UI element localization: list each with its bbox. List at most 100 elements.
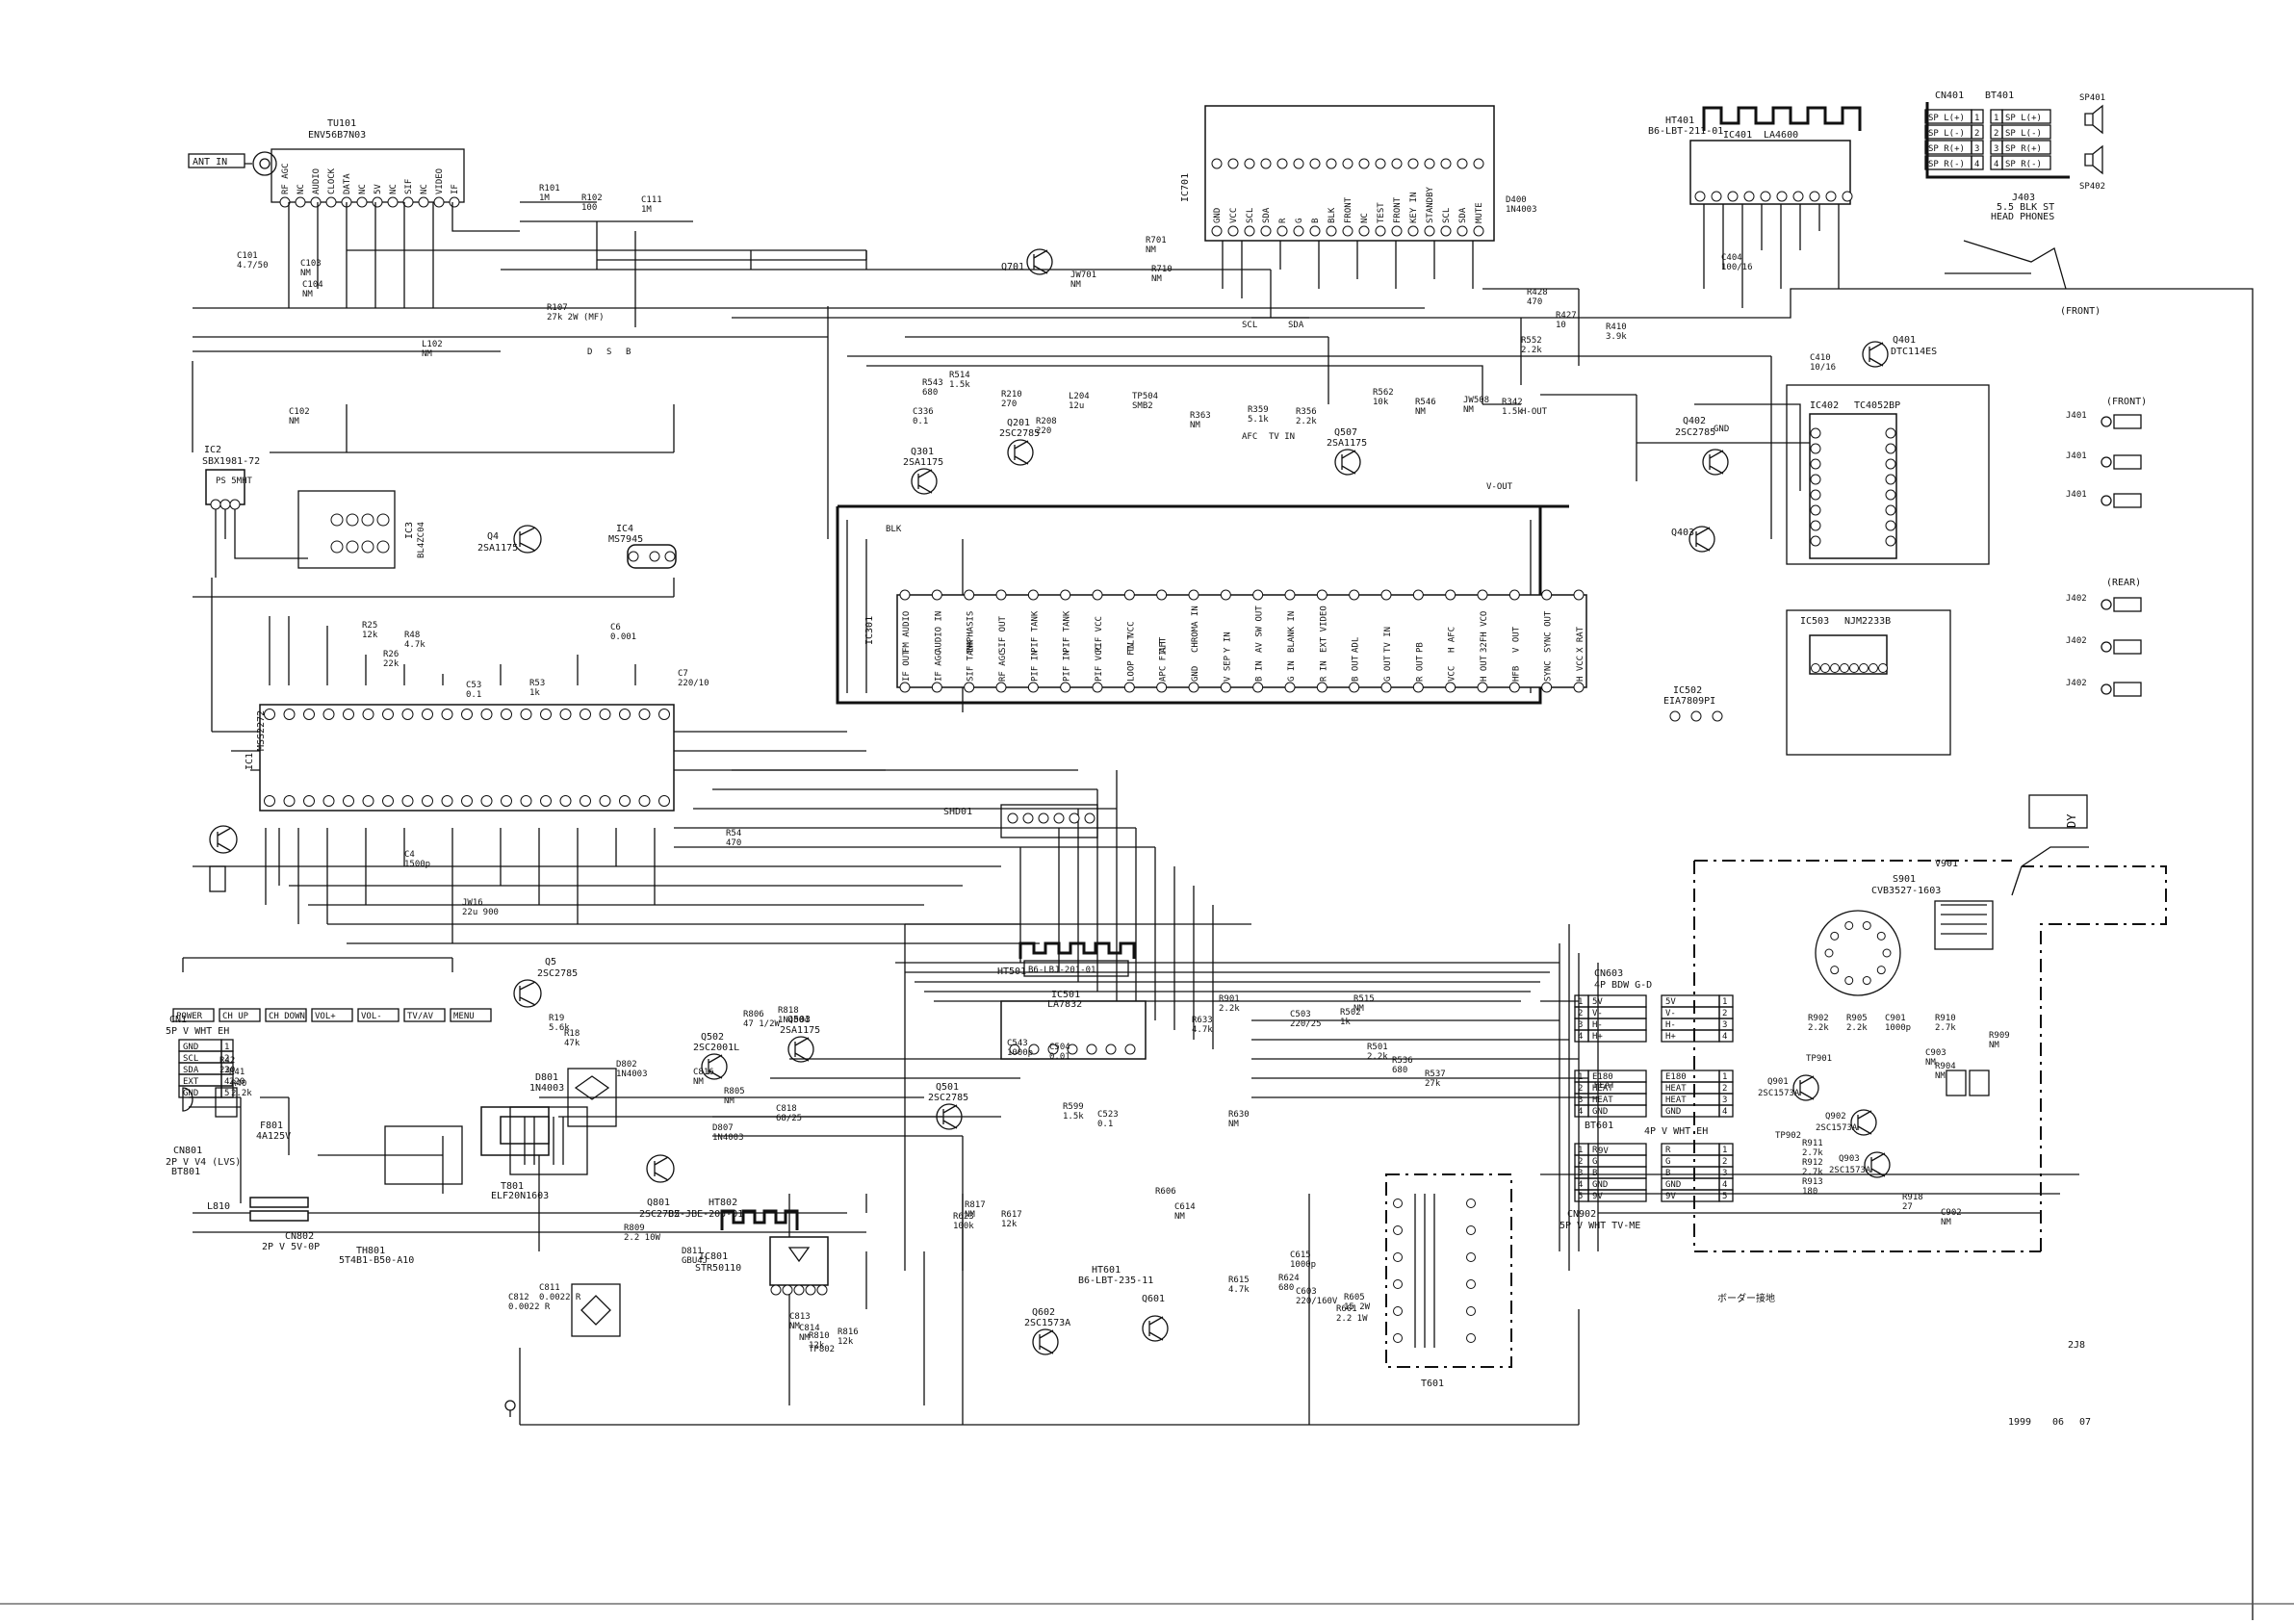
component-ref: R25 — [362, 621, 377, 631]
component-ref: R48 — [404, 631, 420, 640]
j403-ref: J403 — [2012, 193, 2035, 203]
component-value: 470 — [1527, 297, 1542, 307]
key-switch — [450, 1008, 492, 1022]
ic401-ref: IC401 — [1723, 130, 1752, 141]
tuner-pin — [356, 196, 368, 208]
q701: Q701 — [1001, 248, 1053, 275]
cn401-number: 2 — [1974, 129, 1979, 139]
tuner-pin-label: NC — [358, 184, 368, 194]
bt601-signal: HEAT — [1592, 1084, 1613, 1094]
ic301-pin — [1284, 682, 1296, 693]
ic1-pin — [362, 709, 374, 720]
ic402-pin — [1810, 474, 1821, 485]
component-ref: D802 — [616, 1060, 637, 1070]
component-value: 1k — [1340, 1018, 1351, 1027]
svg-text:SP401: SP401 — [2079, 93, 2105, 103]
component-ref: C812 — [508, 1293, 529, 1302]
transistor-part: 2SC2001L — [693, 1043, 739, 1053]
component-ref: R901 — [1219, 994, 1240, 1004]
ic1-pin — [382, 795, 394, 807]
ic701-pin — [1391, 158, 1403, 169]
ic1-pin — [461, 795, 473, 807]
component-ref: R905 — [1846, 1014, 1868, 1023]
transistor-ref: Q601 — [1142, 1294, 1165, 1304]
cn401-signal: SP R(+) — [1928, 144, 1965, 154]
transistor-symbol — [1341, 450, 1356, 475]
ht601-ref: HT601 — [1092, 1265, 1121, 1276]
cn1-desc: 5P V WHT EH — [166, 1026, 229, 1037]
sf201-pin — [1038, 812, 1049, 824]
ic301-body — [896, 594, 1587, 688]
transistor-symbol — [1870, 1152, 1886, 1177]
cn902-number: 3 — [1578, 1169, 1583, 1178]
tuner-pin-label: NC — [420, 184, 429, 194]
ic402-outline — [1786, 384, 1990, 565]
fbt-t601: T601 — [1385, 1173, 1512, 1389]
cn1-signal: EXT — [183, 1077, 199, 1087]
ic301-pin-label: PIF VCC — [1095, 616, 1104, 653]
date-year: 1999 — [2008, 1417, 2031, 1428]
component-value: 15 2W — [1344, 1302, 1371, 1312]
ic503-ref: IC503 — [1800, 616, 1829, 627]
ic1-pin — [559, 795, 572, 807]
q701-ref: Q701 — [1001, 262, 1024, 272]
component-ref: D807 — [712, 1123, 734, 1133]
ic402-ref: IC402 — [1810, 400, 1839, 411]
ic301-pin-label: ADL — [1352, 637, 1361, 653]
key-switch — [265, 1008, 307, 1022]
component-ref: R427 — [1556, 311, 1577, 321]
jack-contact — [2101, 416, 2112, 427]
component-ref: D811 — [682, 1247, 703, 1256]
component-ref: R19 — [549, 1014, 564, 1023]
cn1-number: 3 — [224, 1066, 229, 1075]
component-value: 100/16 — [1721, 263, 1753, 272]
ant-in-box — [188, 153, 245, 168]
cn902-number: 5 — [1578, 1192, 1583, 1201]
cn902-number-mate: 2 — [1722, 1157, 1727, 1167]
component-ref: C504 — [1049, 1043, 1070, 1052]
ic701-pin-label: GND — [1213, 208, 1223, 223]
bt601-signal-mate: HEAT — [1665, 1096, 1687, 1105]
component-value: SMB2 — [1132, 401, 1153, 411]
component-value: 1N4003 — [1506, 205, 1537, 215]
cn603-number: 2 — [1578, 1009, 1583, 1018]
component-ref: R42 — [219, 1056, 235, 1066]
component-value: NM — [1463, 405, 1474, 415]
ic801-part: STR50110 — [695, 1263, 741, 1274]
l810-ref: L810 — [207, 1201, 230, 1212]
ic401-pin — [1694, 191, 1706, 202]
component-value: 2.2k — [1296, 417, 1317, 426]
cn801-desc: 2P V V4 (LVS) — [166, 1157, 241, 1168]
ic501-pin — [1028, 1044, 1040, 1055]
ic3-part: BL4ZC04 — [417, 522, 426, 558]
ic301-pin-label: B OUT — [1352, 655, 1361, 682]
transistor-ref: Q507 — [1334, 427, 1357, 438]
crt-socket-ref: S901 — [1893, 874, 1916, 885]
date-stamp: 1999 06 07 — [2008, 1417, 2091, 1428]
transistor-symbol — [942, 1104, 958, 1129]
ic701-pin-label: NC — [1360, 213, 1370, 223]
ic701-pin-label: MUTE — [1475, 202, 1484, 223]
component-ref: R904 — [1935, 1062, 1956, 1071]
tuner-pin-label: VIDEO — [435, 168, 445, 194]
ic401-pin — [1809, 191, 1820, 202]
component-value: 1N4003 — [712, 1133, 744, 1143]
ic301-pin-label: SYNC — [1544, 660, 1554, 682]
q5-part: 2SC2785 — [537, 968, 578, 979]
tuner-pin — [372, 196, 383, 208]
ic1-pin — [264, 709, 275, 720]
q401: Q401 DTC114ES — [1862, 335, 1937, 368]
ic503-pin — [1849, 663, 1859, 673]
net-label: BLK — [886, 525, 902, 534]
ht601-part: B6-LBT-235-11 — [1078, 1276, 1153, 1286]
component-ref: R428 — [1527, 288, 1548, 297]
key-switch — [357, 1008, 400, 1022]
antenna-coax — [252, 151, 277, 176]
cn603-number-mate: 3 — [1722, 1020, 1727, 1030]
fbt-outline — [1385, 1173, 1512, 1368]
component-value: 220 — [1036, 426, 1051, 436]
key-switch — [219, 1008, 261, 1022]
jack-ref: J401 — [2066, 451, 2087, 461]
tuner-pin — [433, 196, 445, 208]
